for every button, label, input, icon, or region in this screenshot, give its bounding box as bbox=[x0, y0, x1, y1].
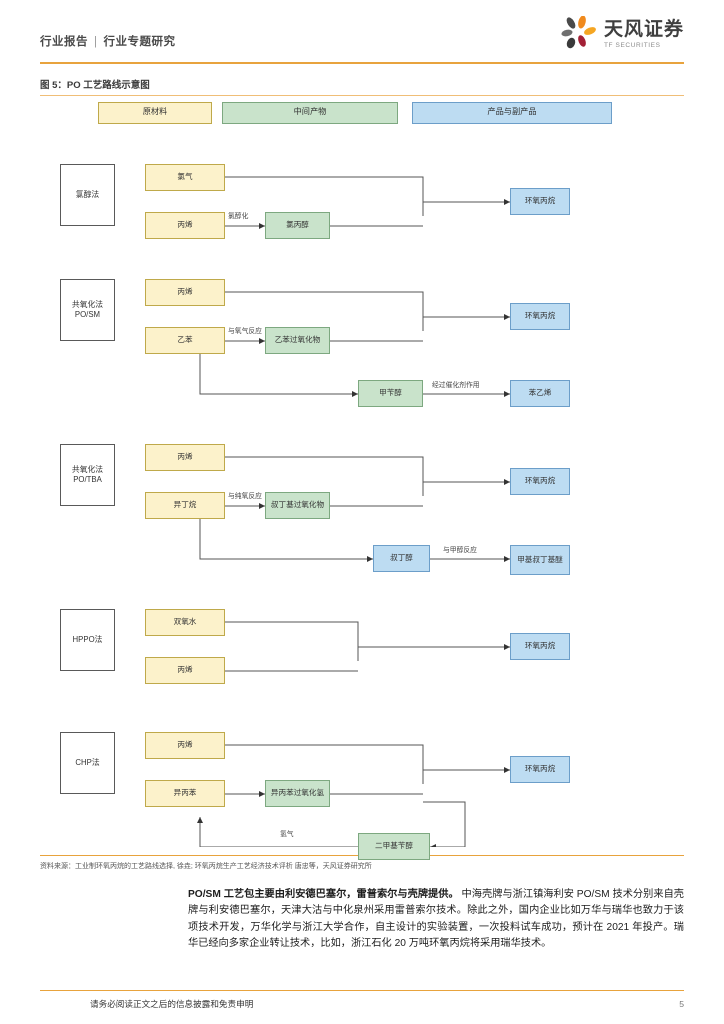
footer-disclaimer: 请务必阅读正文之后的信息披露和免责申明 bbox=[90, 999, 254, 1009]
body-paragraph: PO/SM 工艺包主要由利安德巴塞尔，雷普索尔与壳牌提供。 中海壳牌与浙江镇海利… bbox=[188, 887, 684, 953]
node-r2-styrene: 苯乙烯 bbox=[510, 379, 570, 407]
node-r3-tert-butanol: 叔丁醇 bbox=[373, 544, 430, 572]
node-r4-propylene: 丙烯 bbox=[145, 656, 225, 684]
logo-name-cn: 天风证券 bbox=[603, 18, 684, 40]
route-label-chlorohydrin: 氯醇法 bbox=[60, 163, 115, 226]
figure-title-divider bbox=[40, 94, 684, 96]
route-label-hppo: HPPO法 bbox=[60, 608, 115, 671]
node-r3-mtbe: 甲基叔丁基醚 bbox=[510, 544, 570, 575]
route-label-potba: 共氧化法 PO/TBA bbox=[60, 443, 115, 506]
footer-page-number: 5 bbox=[679, 999, 684, 1009]
edge-label-r2-catalyst: 经过催化剂作用 bbox=[432, 381, 480, 389]
legend-product: 产品与副产品 bbox=[412, 101, 612, 124]
node-r4-propylene-oxide: 环氧丙烷 bbox=[510, 632, 570, 660]
footer-divider bbox=[40, 989, 684, 991]
figure-title: 图 5：PO 工艺路线示意图 bbox=[40, 79, 150, 91]
edge-label-r2-oxygen-reaction: 与氧气反应 bbox=[228, 327, 262, 335]
edge-label-r5-hydrogen: 氢气 bbox=[280, 830, 294, 838]
diagram-connectors bbox=[197, 176, 510, 847]
node-r3-tert-butyl-peroxide: 叔丁基过氧化物 bbox=[265, 491, 330, 519]
header-title-secondary: 行业专题研究 bbox=[103, 36, 176, 48]
node-r3-isobutane: 异丁烷 bbox=[145, 491, 225, 519]
body-section: PO/SM 工艺包主要由利安德巴塞尔，雷普索尔与壳牌提供。 中海壳牌与浙江镇海利… bbox=[40, 887, 684, 953]
body-paragraph-lead: PO/SM 工艺包主要由利安德巴塞尔，雷普索尔与壳牌提供。 bbox=[188, 888, 459, 900]
body-paragraph-text: 中海壳牌与浙江镇海利安 PO/SM 技术分别来自壳牌与利安德巴塞尔，天津大沽与中… bbox=[188, 888, 684, 950]
edge-label-r3-pure-oxygen: 与纯氧反应 bbox=[228, 492, 262, 500]
node-r3-propylene-oxide: 环氧丙烷 bbox=[510, 467, 570, 495]
node-r5-cumene-hydroperoxide: 异丙苯过氧化氢 bbox=[265, 779, 330, 807]
node-r5-dimethyl-benzyl-alcohol: 二甲基苄醇 bbox=[358, 832, 430, 860]
pinwheel-logo-icon bbox=[559, 15, 599, 52]
node-r1-chlorohydrin: 氯丙醇 bbox=[265, 211, 330, 239]
edge-label-r3-methanol: 与甲醇反应 bbox=[443, 546, 477, 554]
node-r5-propylene-oxide: 环氧丙烷 bbox=[510, 755, 570, 783]
node-r2-ethylbenzene-peroxide: 乙苯过氧化物 bbox=[265, 326, 330, 354]
node-r5-propylene: 丙烯 bbox=[145, 731, 225, 759]
logo-wordmark: 天风证券 TF SECURITIES bbox=[604, 20, 684, 49]
node-r2-methyl-benzyl-alcohol: 甲苄醇 bbox=[358, 379, 423, 407]
node-r4-hydrogen-peroxide: 双氧水 bbox=[145, 608, 225, 636]
header-divider bbox=[40, 62, 684, 64]
node-r2-ethylbenzene: 乙苯 bbox=[145, 326, 225, 354]
page-header: 行业报告 | 行业专题研究 天风证券 TF SECURITIES bbox=[40, 0, 684, 58]
header-title-primary: 行业报告 bbox=[40, 36, 88, 48]
company-logo: 天风证券 TF SECURITIES bbox=[559, 15, 684, 52]
legend-raw-material: 原材料 bbox=[98, 101, 212, 124]
edge-label-r1-chlorohydrination: 氯醇化 bbox=[228, 212, 249, 220]
logo-name-en: TF SECURITIES bbox=[603, 41, 661, 49]
process-flow-diagram: 原材料 中间产物 产品与副产品 氯醇法 氯气 丙烯 氯丙醇 环氧丙烷 氯醇化 共… bbox=[40, 101, 684, 860]
node-r3-propylene: 丙烯 bbox=[145, 443, 225, 471]
header-breadcrumb: 行业报告 | 行业专题研究 bbox=[40, 33, 176, 58]
route-label-chp: CHP法 bbox=[60, 731, 115, 794]
node-r2-propylene-oxide: 环氧丙烷 bbox=[510, 302, 570, 330]
header-separator: | bbox=[94, 36, 98, 48]
node-r2-propylene: 丙烯 bbox=[145, 278, 225, 306]
legend-intermediate: 中间产物 bbox=[222, 101, 398, 124]
node-r1-chlorine: 氯气 bbox=[145, 163, 225, 191]
figure-source: 资料来源：工业制环氧丙烷的工艺路线选择, 徐垚; 环氧丙烷生产工艺经济技术评析 … bbox=[40, 862, 372, 870]
node-r1-propylene: 丙烯 bbox=[145, 211, 225, 239]
node-r1-propylene-oxide: 环氧丙烷 bbox=[510, 187, 570, 215]
page-footer: 请务必阅读正文之后的信息披露和免责申明 5 bbox=[40, 989, 684, 1010]
route-label-posm: 共氧化法 PO/SM bbox=[60, 278, 115, 341]
node-r5-cumene: 异丙苯 bbox=[145, 779, 225, 807]
